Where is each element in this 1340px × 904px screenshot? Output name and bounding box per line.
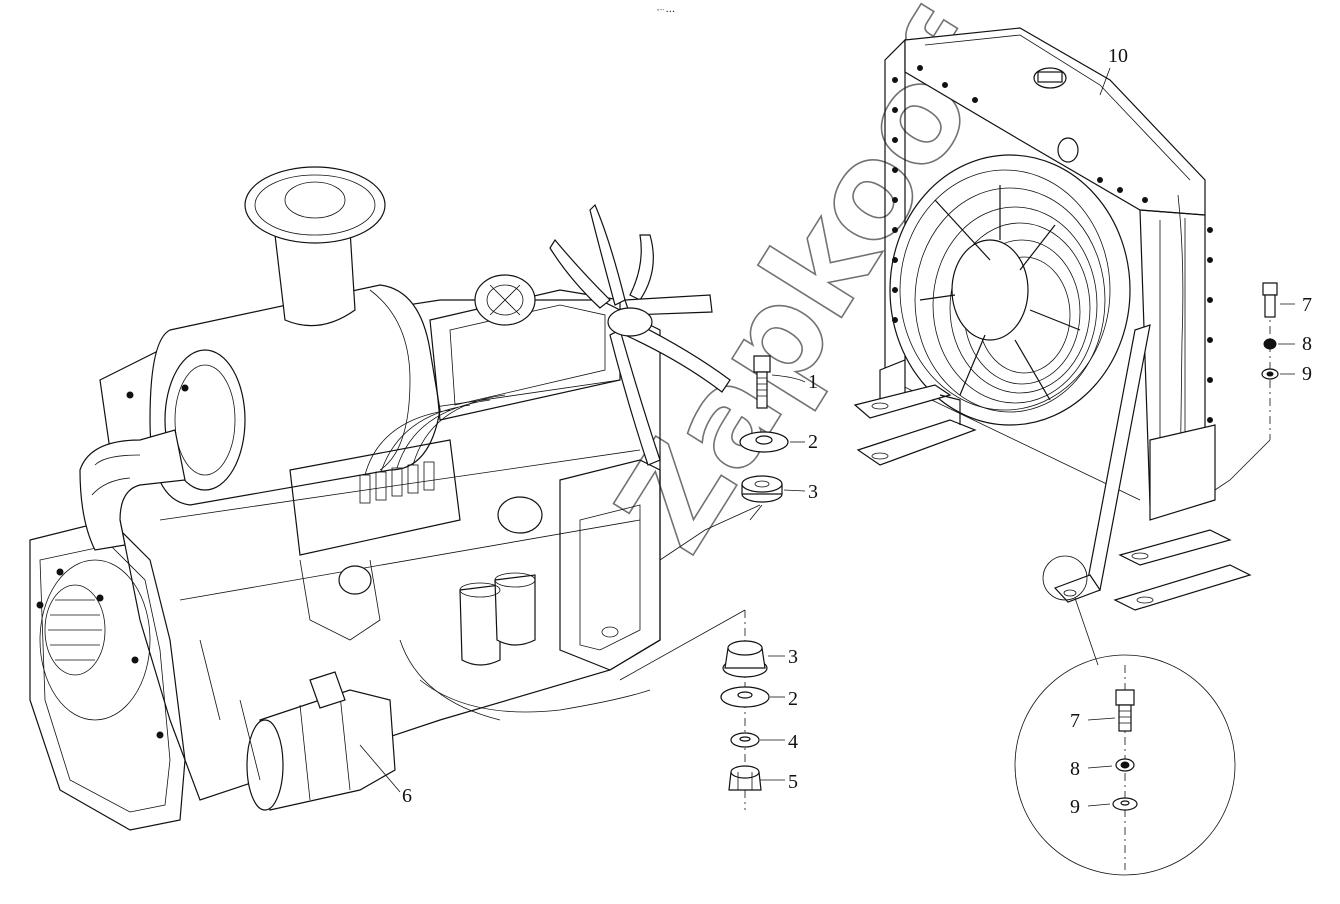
radiator-fasteners-top [1214,282,1295,491]
callout-labels: 1 2 3 3 2 4 5 6 10 7 8 9 7 8 9 [402,45,1312,818]
engine-mount-hardware-top [659,355,806,561]
callout-8-top: 8 [1302,333,1312,355]
callout-5: 5 [788,771,798,793]
callout-7-detail: 7 [1070,710,1080,732]
callout-2-bottom: 2 [788,688,798,710]
callout-9-top: 9 [1302,363,1312,385]
detail-view-circle [1014,555,1236,876]
callout-4: 4 [788,731,798,753]
callout-3-top: 3 [808,481,818,503]
engine-mount-hardware-bottom [359,609,785,810]
callout-9-detail: 9 [1070,796,1080,818]
callout-10: 10 [1108,45,1128,67]
callout-2-top: 2 [808,431,818,453]
engine-assembly [29,166,731,831]
callout-1-top: 1 [808,371,818,393]
callout-6: 6 [402,785,412,807]
callout-7-top: 7 [1302,294,1312,316]
header-tiny-text: "’’’ ∙∙∙ [657,9,675,15]
radiator-assembly [853,27,1252,611]
callout-3-bottom: 3 [788,646,798,668]
callout-8-detail: 8 [1070,758,1080,780]
